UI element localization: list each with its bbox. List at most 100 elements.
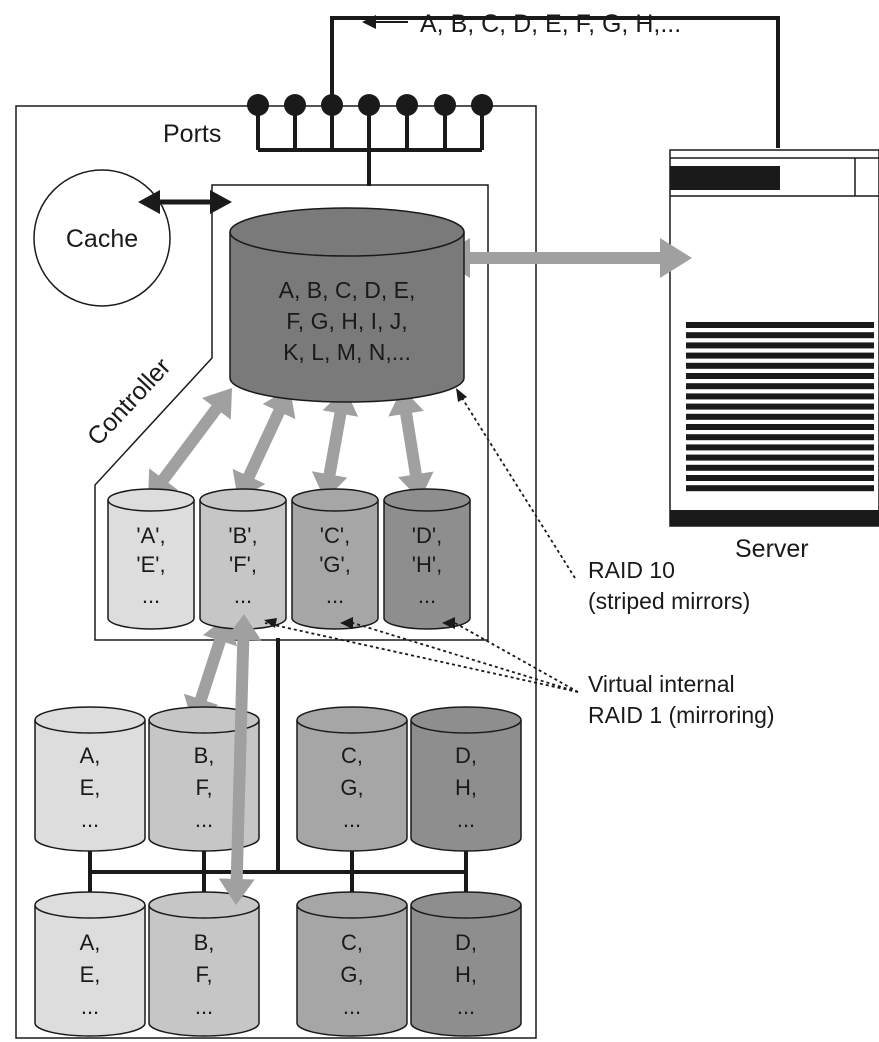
top-sequence-label: A, B, C, D, E, F, G, H,...	[420, 10, 681, 38]
disk-label: ...	[457, 807, 475, 832]
disk-body	[34, 905, 146, 1037]
server-label: Server	[735, 535, 809, 563]
mirroring-arrow	[218, 614, 262, 905]
raid10-callout	[461, 397, 576, 579]
vent-stripe	[686, 373, 874, 379]
disk-label: G,	[340, 962, 363, 987]
disk-top	[296, 891, 408, 919]
main-volume-line: F, G, H, I, J,	[286, 308, 407, 334]
vent-stripe	[686, 444, 874, 451]
disk-body	[34, 720, 146, 852]
disk-label: G,	[340, 775, 363, 800]
disk-top	[410, 706, 522, 734]
virtual-disk: 'C','G',...	[291, 488, 379, 630]
disk-label: F,	[195, 775, 212, 800]
virtual-disk: 'B','F',...	[199, 488, 287, 630]
physical-disk: A, E,...	[34, 891, 146, 1037]
physical-disk: C,G,...	[296, 706, 408, 852]
physical-disk: A,E,...	[34, 706, 146, 852]
vent-stripe	[686, 434, 874, 441]
server-port-link	[330, 16, 780, 148]
disk-body	[148, 905, 260, 1037]
cache-label: Cache	[66, 225, 138, 253]
disk-label: ...	[195, 807, 213, 832]
server	[669, 149, 879, 527]
physical-disks-bottom: A, E,... B, F,... C, G,... D,H,...	[34, 891, 522, 1037]
server-vent	[686, 322, 874, 492]
disk-label: C,	[341, 930, 363, 955]
disk-label: 'F',	[229, 552, 257, 577]
backend-bus	[88, 638, 468, 898]
server-drive-slot	[670, 166, 780, 190]
physical-disk: D,H,...	[410, 891, 522, 1037]
disk-label: F,	[195, 962, 212, 987]
raid1-sublabel: RAID 1 (mirroring)	[588, 702, 775, 728]
disk-label: H,	[455, 962, 477, 987]
double-arrow	[438, 238, 692, 278]
disk-body	[383, 500, 471, 630]
vent-stripe	[686, 485, 874, 492]
vent-stripe	[686, 454, 874, 461]
raid1-callout	[264, 622, 579, 693]
ports-bus	[256, 105, 484, 186]
vent-stripe	[686, 362, 874, 369]
virtual-disk: 'A','E',...	[107, 488, 195, 630]
disk-label: ...	[234, 583, 252, 608]
disk-top	[410, 891, 522, 919]
vent-stripe	[686, 332, 874, 339]
top-sequence-arrowhead	[362, 15, 376, 29]
disk-body	[107, 500, 195, 630]
disk-label: ...	[343, 994, 361, 1019]
storage-enclosure	[15, 105, 537, 1039]
disk-top	[107, 488, 195, 512]
disk-label: ...	[81, 994, 99, 1019]
disk-label: B,	[194, 743, 215, 768]
ports-label: Ports	[163, 120, 221, 148]
double-arrow	[388, 388, 434, 500]
vent-stripe	[686, 352, 874, 359]
disk-label: 'D',	[412, 523, 442, 548]
raid10-sublabel: (striped mirrors)	[588, 588, 750, 614]
disk-top	[296, 706, 408, 734]
disk-label: E,	[80, 962, 101, 987]
disk-top	[34, 706, 146, 734]
disk-label: A,	[80, 743, 101, 768]
vent-stripe	[686, 403, 874, 410]
disk-body	[410, 720, 522, 852]
disk-label: H,	[455, 775, 477, 800]
raid10-label: RAID 10	[588, 557, 675, 583]
vent-stripe	[686, 342, 874, 349]
port-connector	[471, 94, 493, 116]
disk-body	[148, 720, 260, 852]
callout-arrowheads	[264, 388, 467, 629]
controller-outline	[94, 184, 489, 641]
physical-disks-top: A,E,... B, F,... C,G,... D,H,...	[34, 706, 522, 852]
disk-top	[199, 488, 287, 512]
raid1-callout	[352, 622, 579, 693]
disk-label: ...	[418, 583, 436, 608]
raid1-callout	[454, 622, 579, 693]
double-arrow	[218, 614, 262, 905]
vent-stripe	[686, 413, 874, 420]
vent-stripe	[686, 393, 874, 400]
disk-top	[34, 891, 146, 919]
port-connector	[396, 94, 418, 116]
physical-disk: B, F,...	[148, 891, 260, 1037]
cache-controller-arrow	[138, 190, 232, 214]
server-base	[670, 510, 879, 526]
disk-label: A,	[80, 930, 101, 955]
port-connector	[434, 94, 456, 116]
disk-top	[148, 891, 260, 919]
physical-disk: C, G,...	[296, 891, 408, 1037]
disk-body	[296, 905, 408, 1037]
disk-label: 'G',	[319, 552, 351, 577]
disk-body	[410, 905, 522, 1037]
port-connector	[284, 94, 306, 116]
disk-label: B,	[194, 930, 215, 955]
disk-label: ...	[195, 994, 213, 1019]
raid1-label: Virtual internal	[588, 671, 735, 697]
physical-disk: D,H,...	[410, 706, 522, 852]
disk-body	[291, 500, 379, 630]
vent-stripe	[686, 424, 874, 430]
